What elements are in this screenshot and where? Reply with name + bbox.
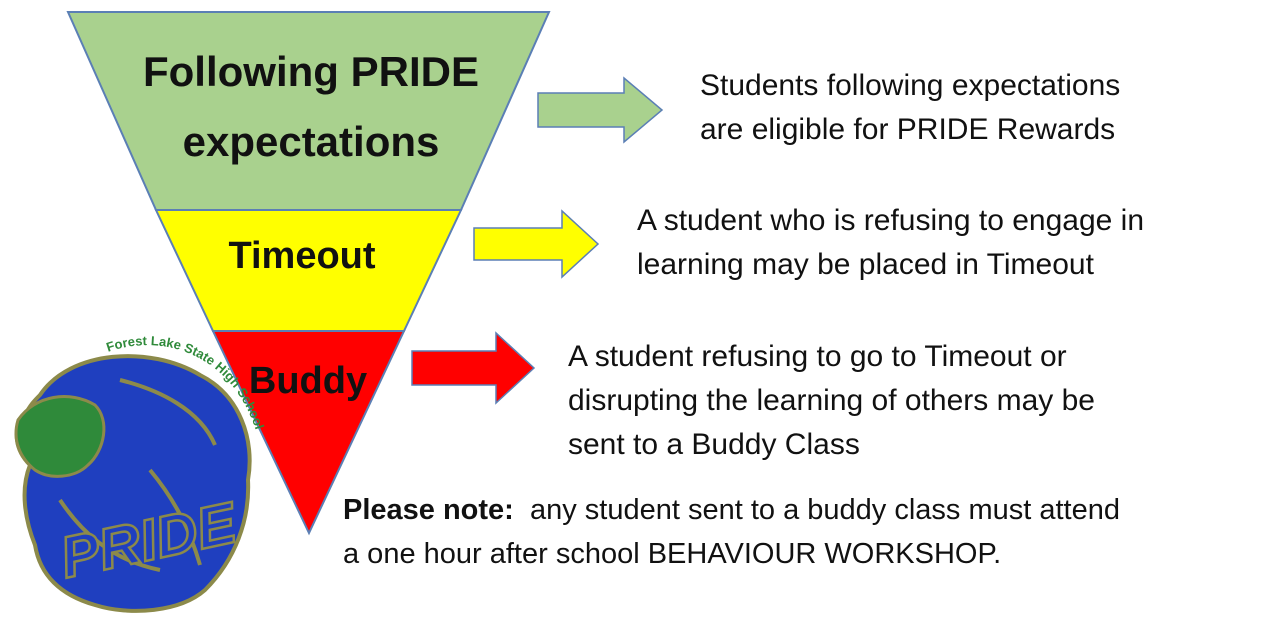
arrow-green [537, 76, 664, 144]
lion-face [14, 395, 106, 478]
description-timeout: A student who is refusing to engage in l… [637, 199, 1144, 287]
description-line: sent to a Buddy Class [568, 428, 860, 461]
tier-buddy [211, 330, 406, 536]
lion-mane-strand [148, 468, 202, 566]
description-line: A student refusing to go to Timeout or [568, 340, 1067, 373]
description-line: are eligible for PRIDE Rewards [700, 113, 1116, 146]
lion-mane-strand [119, 378, 217, 446]
arrow-red [411, 331, 536, 405]
tier-label-following-line1: Following PRIDE [143, 48, 479, 95]
tier-following-expectations [66, 11, 551, 211]
description-following-expectations: Students following expectations are elig… [700, 64, 1120, 152]
arrow-yellow [473, 209, 600, 279]
note-heading: Please note: [343, 494, 514, 526]
tier-label-timeout: Timeout [228, 235, 375, 277]
school-logo: Forest Lake State High School PRIDE [14, 333, 267, 613]
note-line-1: Please note: any student sent to a buddy… [343, 488, 1258, 532]
lion-mane-strand [58, 498, 161, 572]
note-line1-text: any student sent to a buddy class must a… [529, 494, 1120, 526]
description-line: disrupting the learning of others may be [568, 384, 1095, 417]
description-line: A student who is refusing to engage in [637, 204, 1145, 237]
tier-label-buddy: Buddy [249, 360, 367, 402]
description-line: learning may be placed in Timeout [637, 248, 1094, 281]
please-note: Please note: any student sent to a buddy… [343, 488, 1258, 576]
description-buddy: A student refusing to go to Timeout or d… [568, 335, 1095, 467]
description-line: Students following expectations [700, 69, 1121, 102]
note-line-2: a one hour after school BEHAVIOUR WORKSH… [343, 538, 1002, 570]
tier-label-following-line2: expectations [183, 118, 440, 165]
